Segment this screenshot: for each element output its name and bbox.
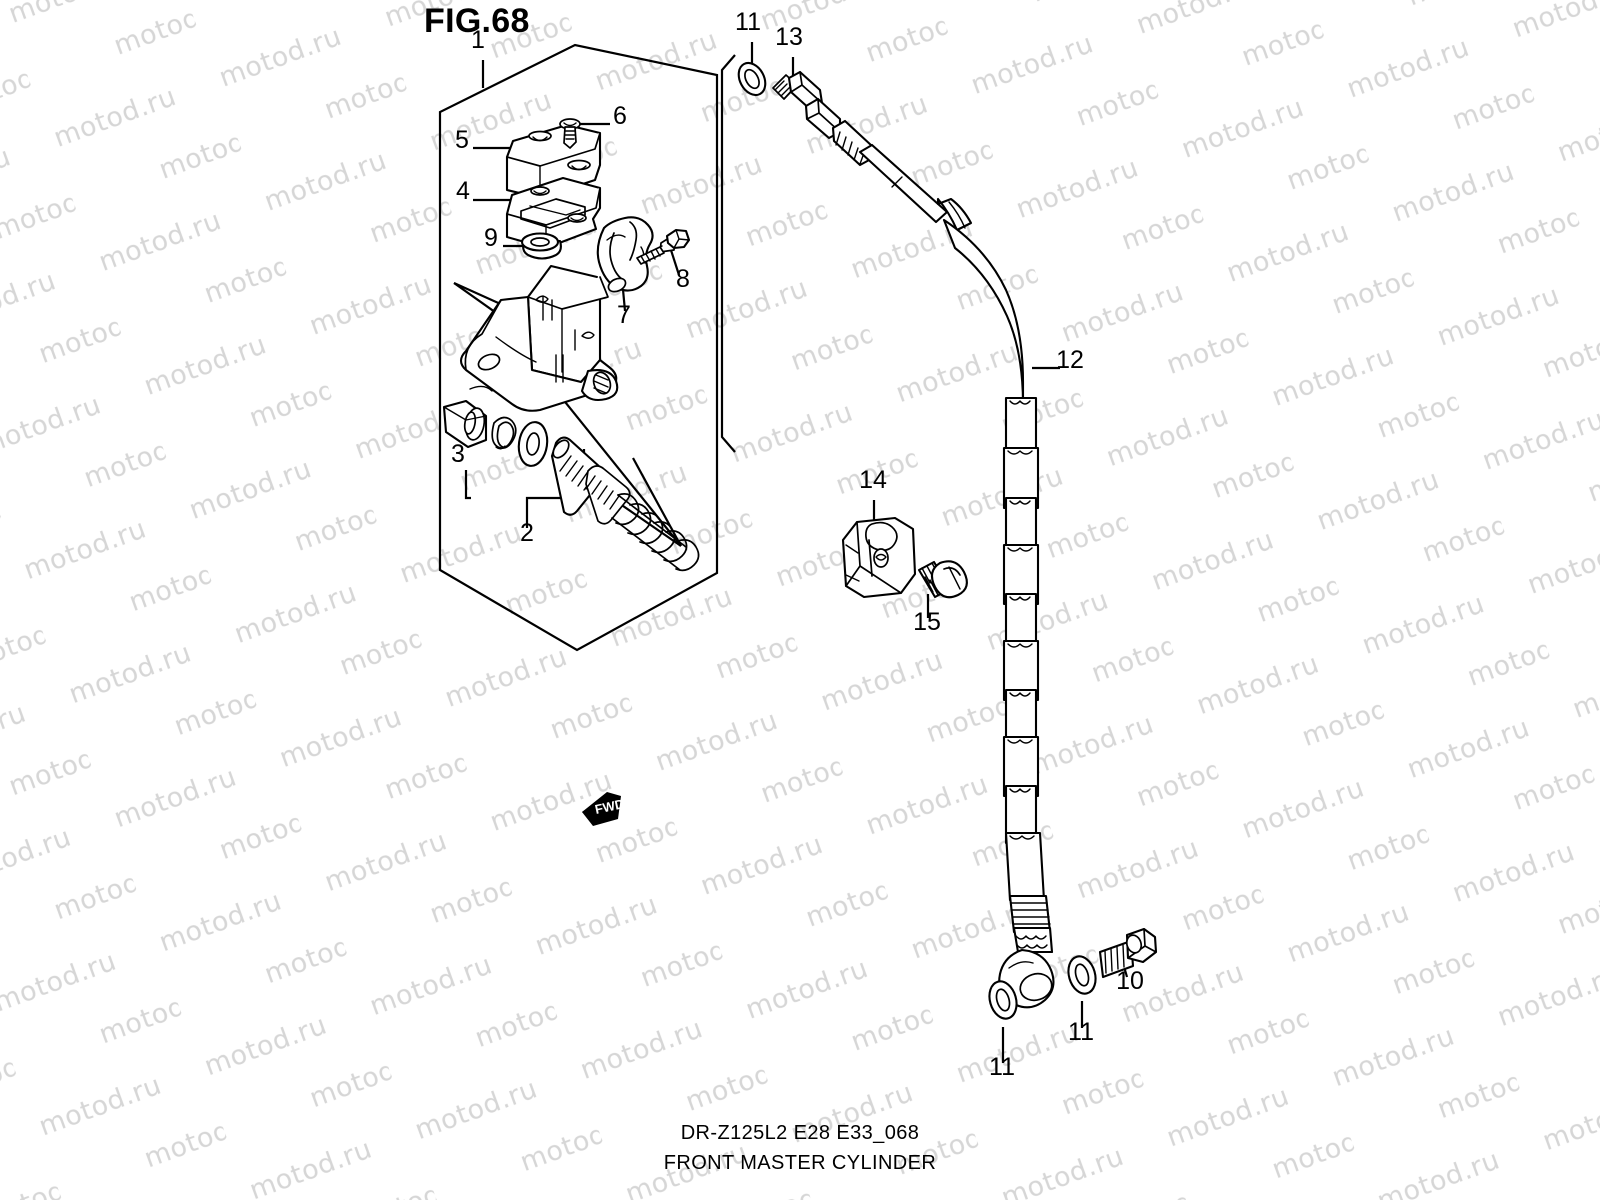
brake-hose-part [858,143,1055,1009]
callout-5: 5 [455,126,469,154]
piston-spring-part [550,436,700,572]
fwd-marker-label: FWD [594,796,626,817]
callout-10: 10 [1116,967,1144,995]
callout-11-lower-outer: 11 [989,1053,1015,1081]
caption-figure-name: FRONT MASTER CYLINDER [663,1152,937,1174]
callout-1: 1 [471,26,485,54]
dust-boot-part [442,399,488,449]
master-cylinder-body-part [459,264,619,412]
caption-model-code: DR-Z125L2 E28 E33_068 [680,1122,920,1144]
page-title: FIG.68 [424,2,530,40]
callout-6: 6 [613,102,627,130]
union-bolt-part [1098,927,1158,979]
hose-guide-clamp-part [841,516,917,599]
callout-11-lower-inner: 11 [1068,1018,1094,1046]
piston-washer-part [517,421,549,467]
gasket-washer-lower-inner-part [1067,955,1097,995]
callout-2: 2 [520,519,534,547]
callout-15: 15 [913,608,941,636]
hose-banjo-fitting-part [772,70,874,167]
gasket-washer-lower-outer-part [988,980,1018,1020]
diaphragm-part [505,176,602,250]
cap-screw-part [559,118,581,149]
callout-12: 12 [1056,346,1084,374]
assembly-group-frame [438,43,719,652]
reservoir-cap-part [505,123,602,200]
hose-group-bracket [720,54,736,453]
callout-number-layer: 1 2 3 4 5 6 7 8 9 10 11 12 13 14 15 11 1… [451,8,1144,1081]
fwd-marker: FWD [582,792,626,826]
clamp-bolt-part [636,228,691,265]
callout-11-top: 11 [735,8,761,36]
gasket-washer-top-part [737,61,767,97]
callout-7: 7 [617,301,631,329]
callout-9: 9 [484,224,498,252]
reservoir-seal-part [520,232,562,260]
circlip-part [491,416,517,450]
callout-3: 3 [451,440,465,468]
callout-13: 13 [775,23,803,51]
callout-4: 4 [456,177,470,205]
guide-clamp-screw-part [917,560,968,599]
callout-14: 14 [859,466,887,494]
callout-8: 8 [676,265,690,293]
